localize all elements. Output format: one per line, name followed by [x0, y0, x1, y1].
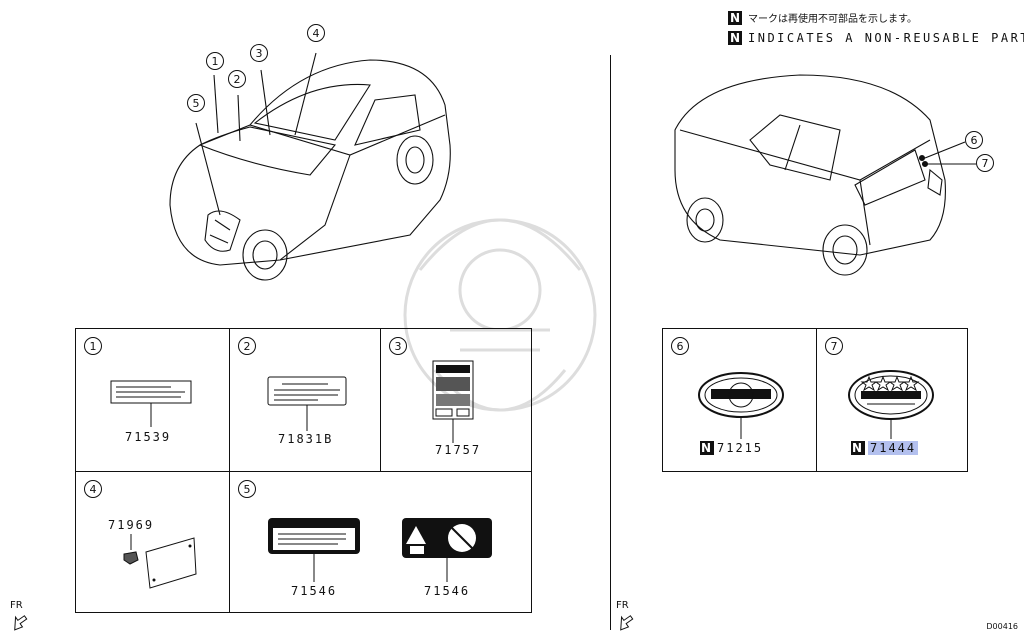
label-71757-graphic	[432, 360, 474, 443]
callout-2: 2	[228, 70, 246, 88]
label-71831b-graphic	[267, 376, 347, 431]
cell-callout-3: 3	[389, 337, 407, 355]
legend-text-en: INDICATES A NON-REUSABLE PART.	[748, 31, 1024, 45]
part-cell-1: 1 71539	[75, 328, 230, 472]
front-arrow-icon	[14, 615, 28, 631]
callout-6: 6	[965, 131, 983, 149]
front-marker-right: FR	[616, 600, 634, 631]
warning-label-graphic	[268, 518, 360, 582]
non-reusable-badge: N	[851, 441, 865, 455]
callout-3: 3	[250, 44, 268, 62]
front-car-illustration	[169, 52, 451, 281]
cell-callout-4: 4	[84, 480, 102, 498]
highlighted-part-number: 71444	[868, 441, 919, 455]
callout-5: 5	[187, 94, 205, 112]
clip-and-plate-graphic	[123, 534, 197, 589]
part-number-71969: 71969	[108, 518, 155, 532]
rear-car-illustration	[674, 74, 976, 276]
part-cell-4: 4 71969	[75, 471, 230, 613]
non-reusable-badge: N	[728, 31, 742, 45]
label-71539-graphic	[110, 380, 192, 427]
front-marker-left: FR	[10, 600, 28, 631]
non-reusable-badge: N	[728, 10, 742, 25]
part-cell-3: 3 71757	[380, 328, 532, 472]
caution-pictogram-label-graphic	[402, 518, 492, 582]
globe-emblem-graphic	[698, 372, 784, 439]
callout-1: 1	[206, 52, 224, 70]
part-cell-6: 6 N 71215	[662, 328, 817, 472]
cell-callout-2: 2	[238, 337, 256, 355]
legend-text-jp: マークは再使用不可部品を示します。	[748, 14, 917, 25]
legend-jp-row: N マークは再使用不可部品を示します。	[728, 10, 917, 25]
page-divider	[610, 55, 611, 630]
diagram-code: D00416	[986, 622, 1018, 631]
callout-4: 4	[307, 24, 325, 42]
callout-7: 7	[976, 154, 994, 172]
part-number-71539: 71539	[125, 430, 172, 444]
part-number-71757: 71757	[435, 443, 482, 457]
part-number-71546-b: 71546	[424, 584, 471, 598]
cell-callout-1: 1	[84, 337, 102, 355]
part-number-71215: N 71215	[700, 441, 764, 455]
star-emblem-graphic	[848, 370, 934, 439]
cell-callout-5: 5	[238, 480, 256, 498]
part-cell-5: 5 71546 71546	[229, 471, 532, 613]
part-number-71546-a: 71546	[291, 584, 338, 598]
non-reusable-badge: N	[700, 441, 714, 455]
part-cell-2: 2 71831B	[229, 328, 381, 472]
part-cell-7: 7 N 71444	[816, 328, 968, 472]
front-arrow-icon	[620, 615, 634, 631]
cell-callout-6: 6	[671, 337, 689, 355]
part-number-71831b: 71831B	[278, 432, 334, 446]
legend-en-row: N INDICATES A NON-REUSABLE PART.	[728, 31, 1024, 45]
part-number-71444: N 71444	[851, 441, 919, 455]
cell-callout-7: 7	[825, 337, 843, 355]
